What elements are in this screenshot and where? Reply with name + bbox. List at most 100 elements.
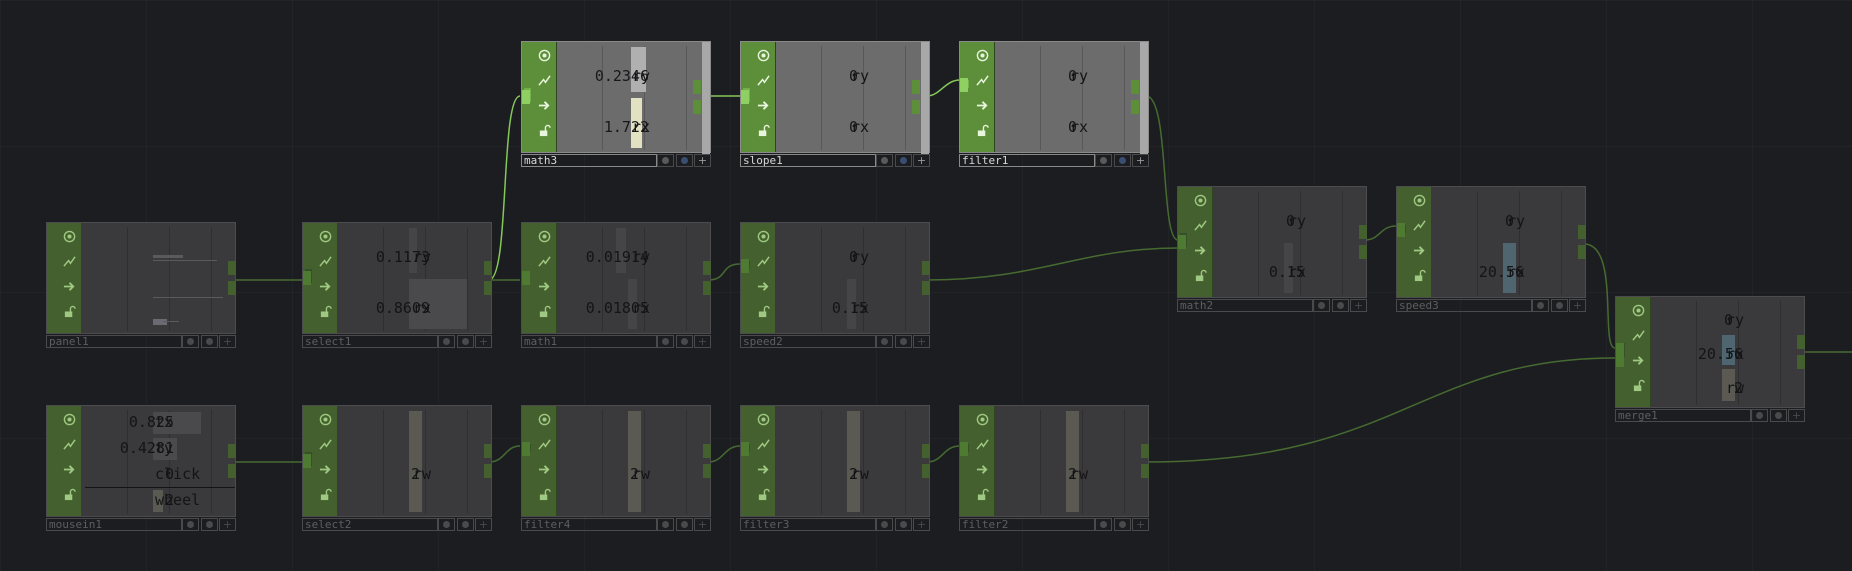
lock-toggle[interactable] — [201, 518, 218, 531]
arrow-right-icon[interactable] — [60, 277, 78, 295]
node-panel1[interactable]: panel1 + — [46, 222, 236, 348]
input-connector[interactable] — [1616, 353, 1624, 367]
node-body[interactable]: 0 ry 0 rx — [740, 41, 930, 154]
node-body[interactable]: 0 ry 20.56 rx — [1396, 186, 1586, 298]
input-connector[interactable] — [522, 442, 530, 456]
viewer-target-icon[interactable] — [1629, 301, 1647, 319]
output-connector[interactable] — [1578, 225, 1586, 239]
input-connector[interactable] — [522, 90, 530, 104]
bypass-toggle[interactable] — [1095, 154, 1112, 167]
node-speed3[interactable]: 0 ry 20.56 rx speed3 + — [1396, 186, 1586, 312]
arrow-right-icon[interactable] — [1410, 241, 1428, 259]
viewer-target-icon[interactable] — [754, 410, 772, 428]
expand-plus-icon[interactable]: + — [1132, 518, 1149, 531]
output-connector[interactable] — [1359, 245, 1367, 259]
arrow-right-icon[interactable] — [535, 277, 553, 295]
node-body[interactable]: 0.01914 ry 0.01805 rx — [521, 222, 711, 334]
bypass-toggle[interactable] — [876, 518, 893, 531]
arrow-right-icon[interactable] — [535, 96, 553, 114]
bypass-toggle[interactable] — [182, 518, 199, 531]
output-connector[interactable] — [912, 80, 920, 94]
node-filter3[interactable]: 2 rw filter3 + — [740, 405, 930, 531]
lightning-icon[interactable] — [535, 435, 553, 453]
expand-plus-icon[interactable]: + — [913, 154, 930, 167]
output-connector[interactable] — [922, 444, 930, 458]
output-connector[interactable] — [922, 281, 930, 295]
lightning-icon[interactable] — [60, 252, 78, 270]
arrow-right-icon[interactable] — [973, 96, 991, 114]
lock-toggle[interactable] — [457, 518, 474, 531]
bypass-toggle[interactable] — [182, 335, 199, 348]
node-name[interactable]: filter2 — [959, 518, 1095, 531]
viewer-target-icon[interactable] — [60, 410, 78, 428]
node-filter4[interactable]: 2 rw filter4 + — [521, 405, 711, 531]
output-connector[interactable] — [1131, 80, 1139, 94]
node-filter2[interactable]: 2 rw filter2 + — [959, 405, 1149, 531]
node-body[interactable]: 0.825 tx 0.4281 ty 0 click 2 wheel — [46, 405, 236, 517]
output-connector[interactable] — [703, 281, 711, 295]
node-speed2[interactable]: 0 ry 0.15 rx speed2 + — [740, 222, 930, 348]
node-select1[interactable]: 0.1173 ry 0.8609 rx select1 + — [302, 222, 492, 348]
node-filter1[interactable]: 0 ry 0 rx filter1 + — [959, 41, 1149, 167]
output-connector[interactable] — [922, 464, 930, 478]
output-connector[interactable] — [484, 464, 492, 478]
output-connector[interactable] — [228, 444, 236, 458]
input-connector[interactable] — [960, 78, 968, 92]
node-name[interactable]: math3 — [521, 154, 657, 167]
viewer-target-icon[interactable] — [1191, 191, 1209, 209]
viewer-target-icon[interactable] — [535, 227, 553, 245]
expand-plus-icon[interactable]: + — [475, 335, 492, 348]
viewer-target-icon[interactable] — [754, 227, 772, 245]
lightning-icon[interactable] — [754, 71, 772, 89]
lightning-icon[interactable] — [973, 435, 991, 453]
node-math1[interactable]: 0.01914 ry 0.01805 rx math1 + — [521, 222, 711, 348]
input-connector[interactable] — [741, 90, 749, 104]
viewer-target-icon[interactable] — [316, 410, 334, 428]
bypass-toggle[interactable] — [657, 154, 674, 167]
lightning-icon[interactable] — [1410, 216, 1428, 234]
output-connector[interactable] — [1578, 245, 1586, 259]
output-connector[interactable] — [1131, 100, 1139, 114]
arrow-right-icon[interactable] — [1191, 241, 1209, 259]
input-connector[interactable] — [1397, 223, 1405, 237]
bypass-toggle[interactable] — [1313, 299, 1330, 312]
node-name[interactable]: math2 — [1177, 299, 1313, 312]
output-connector[interactable] — [703, 464, 711, 478]
lock-toggle[interactable] — [676, 518, 693, 531]
output-connector[interactable] — [693, 100, 701, 114]
node-name[interactable]: mousein1 — [46, 518, 182, 531]
node-name[interactable]: merge1 — [1615, 409, 1751, 422]
arrow-right-icon[interactable] — [60, 460, 78, 478]
node-math2[interactable]: 0 ry 0.15 rx math2 + — [1177, 186, 1367, 312]
output-connector[interactable] — [693, 80, 701, 94]
arrow-right-icon[interactable] — [316, 460, 334, 478]
input-connector[interactable] — [303, 454, 311, 468]
lock-toggle[interactable] — [1114, 154, 1131, 167]
node-slope1[interactable]: 0 ry 0 rx slope1 + — [740, 41, 930, 167]
node-name[interactable]: math1 — [521, 335, 657, 348]
viewer-target-icon[interactable] — [60, 227, 78, 245]
input-connector[interactable] — [303, 271, 311, 285]
bypass-toggle[interactable] — [1532, 299, 1549, 312]
bypass-toggle[interactable] — [876, 154, 893, 167]
node-merge1[interactable]: 0 ry 20.56 rx 2 rw merge1 + — [1615, 296, 1805, 422]
node-name[interactable]: speed3 — [1396, 299, 1532, 312]
arrow-right-icon[interactable] — [1629, 351, 1647, 369]
bypass-toggle[interactable] — [876, 335, 893, 348]
bypass-toggle[interactable] — [657, 518, 674, 531]
lightning-icon[interactable] — [316, 252, 334, 270]
lightning-icon[interactable] — [754, 435, 772, 453]
output-connector[interactable] — [228, 261, 236, 275]
lock-icon[interactable] — [60, 485, 78, 503]
output-connector[interactable] — [1141, 464, 1149, 478]
viewer-target-icon[interactable] — [535, 410, 553, 428]
node-body[interactable]: 0 ry 0.15 rx — [740, 222, 930, 334]
lock-toggle[interactable] — [676, 154, 693, 167]
lock-toggle[interactable] — [1551, 299, 1568, 312]
lock-icon[interactable] — [1410, 266, 1428, 284]
lightning-icon[interactable] — [316, 435, 334, 453]
bypass-toggle[interactable] — [438, 518, 455, 531]
expand-plus-icon[interactable]: + — [1132, 154, 1149, 167]
bypass-toggle[interactable] — [438, 335, 455, 348]
expand-plus-icon[interactable]: + — [1569, 299, 1586, 312]
